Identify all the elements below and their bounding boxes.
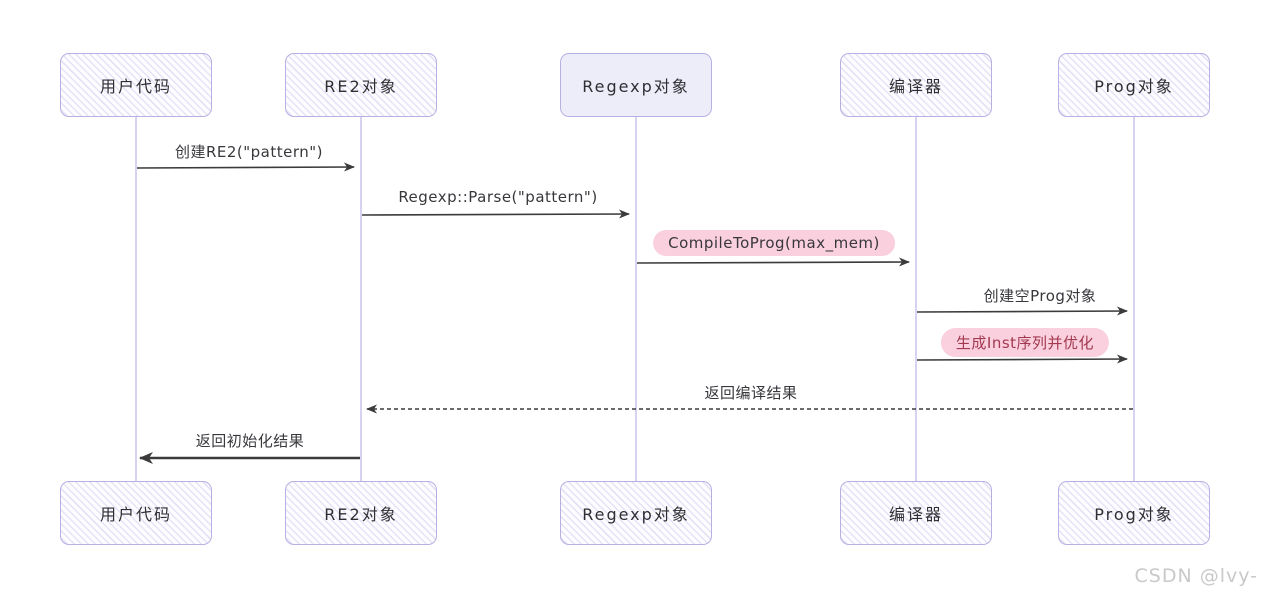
message-label-return-compile-result: 返回编译结果 [704,384,798,402]
message-label-compile-to-prog: CompileToProg(max_mem) [653,230,895,256]
lifeline-user-code [135,117,137,481]
actor-box-prog-object-bottom: Prog对象 [1058,481,1210,545]
lifeline-re2-object [360,117,362,481]
arrow-create-empty-prog [916,306,1128,316]
arrow-generate-inst [916,354,1128,364]
message-label-create-empty-prog: 创建空Prog对象 [983,287,1097,305]
csdn-watermark: CSDN @lvy- [1134,565,1258,587]
arrow-compile-to-prog [636,257,910,267]
actor-label-re2-object: RE2对象 [324,77,398,96]
actor-box-re2-object-bottom: RE2对象 [285,481,437,545]
actor-label-prog-object: Prog对象 [1094,505,1174,524]
actor-label-prog-object: Prog对象 [1094,77,1174,96]
actor-box-prog-object-top: Prog对象 [1058,53,1210,117]
lifeline-compiler [915,117,917,481]
actor-label-regexp-object: Regexp对象 [582,77,690,96]
actor-box-re2-object-top: RE2对象 [285,53,437,117]
message-label-generate-inst: 生成Inst序列并优化 [940,328,1110,357]
actor-label-compiler: 编译器 [888,505,943,524]
arrow-regexp-parse [361,209,630,219]
actor-box-regexp-object-bottom: Regexp对象 [560,481,712,545]
actor-label-user-code: 用户代码 [99,505,172,524]
actor-box-user-code-bottom: 用户代码 [60,481,212,545]
actor-label-regexp-object: Regexp对象 [582,505,690,524]
actor-box-regexp-object-top: Regexp对象 [560,53,712,117]
message-label-create-re2: 创建RE2("pattern") [174,143,324,161]
arrow-create-re2 [136,162,355,172]
actor-box-user-code-top: 用户代码 [60,53,212,117]
actor-label-user-code: 用户代码 [99,77,172,96]
lifeline-prog-object [1133,117,1135,481]
actor-box-compiler-bottom: 编译器 [840,481,992,545]
lifeline-regexp-object [635,117,637,481]
actor-label-compiler: 编译器 [888,77,943,96]
actor-label-re2-object: RE2对象 [324,505,398,524]
actor-box-compiler-top: 编译器 [840,53,992,117]
message-label-return-init-result: 返回初始化结果 [195,432,305,450]
message-label-regexp-parse: Regexp::Parse("pattern") [398,188,598,206]
